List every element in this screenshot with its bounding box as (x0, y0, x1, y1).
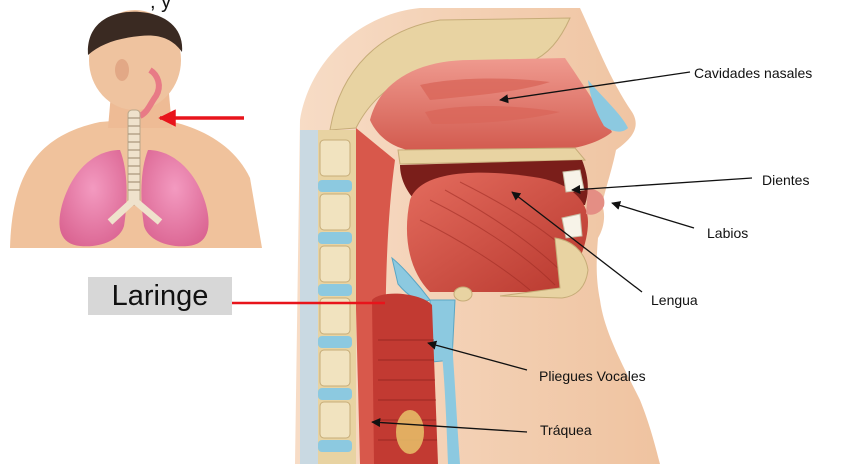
upper-teeth (563, 170, 584, 192)
lower-teeth (562, 214, 582, 238)
hyoid (454, 287, 472, 301)
thyroid-gland (396, 410, 424, 454)
label-cavidades-nasales: Cavidades nasales (694, 65, 812, 81)
label-traquea: Tráquea (540, 422, 592, 438)
torso-ear (115, 59, 129, 81)
label-labios: Labios (707, 225, 748, 241)
torso-thumbnail (10, 10, 262, 248)
head-sagittal-section (295, 8, 660, 464)
label-pliegues-vocales: Pliegues Vocales (539, 368, 646, 384)
spinal-cord (300, 130, 318, 464)
vertebral-column (318, 130, 356, 464)
label-lengua: Lengua (651, 292, 698, 308)
label-dientes: Dientes (762, 172, 809, 188)
arrow-labios (612, 203, 694, 228)
laringe-label-box: Laringe (88, 277, 232, 315)
partial-title-text: , y (150, 0, 171, 14)
laringe-label: Laringe (112, 280, 209, 313)
